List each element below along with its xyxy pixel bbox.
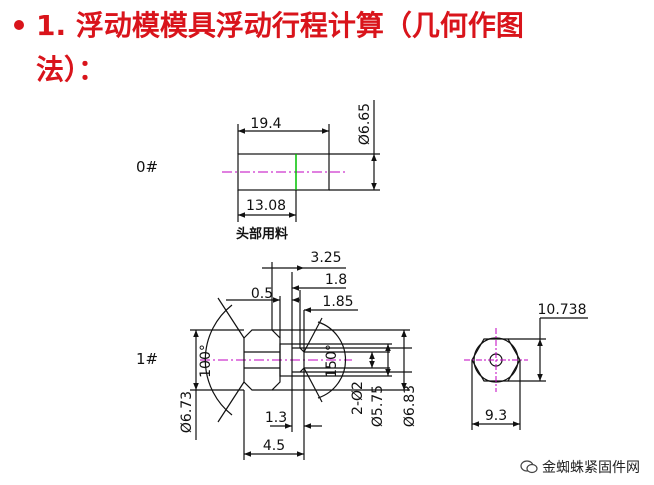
dim-3-25: 3.25 xyxy=(310,250,341,266)
blank-caption: 头部用料 xyxy=(236,226,288,242)
dim-1-8: 1.8 xyxy=(325,272,347,288)
watermark: 金蜘蛛紧固件网 xyxy=(520,457,640,477)
dim-10-738: 10.738 xyxy=(538,302,587,318)
title-line1: 1. 浮动模模具浮动行程计算（几何作图 xyxy=(36,9,524,42)
dim-2-phi-2: 2-Ø2 xyxy=(350,381,366,415)
dim-angle-150: 150° xyxy=(324,344,340,378)
blank-view xyxy=(222,100,380,222)
part-shank xyxy=(292,347,305,373)
dim-phi-6-65: Ø6.65 xyxy=(357,103,373,145)
blank-body xyxy=(237,153,330,191)
dim-9-3: 9.3 xyxy=(485,408,507,424)
dim-phi-6-73: Ø6.73 xyxy=(179,391,195,433)
slide-title: 1. 浮动模模具浮动行程计算（几何作图 法）： xyxy=(10,4,640,92)
part-label: 1# xyxy=(136,350,158,368)
end-view xyxy=(464,317,588,430)
part-view xyxy=(190,262,412,460)
dim-phi-6-83: Ø6.83 xyxy=(402,385,418,427)
blank-label: 0# xyxy=(136,158,158,176)
dim-phi-5-75: Ø5.75 xyxy=(370,385,386,427)
dim-1-3: 1.3 xyxy=(265,410,287,426)
bullet-icon xyxy=(14,20,24,30)
watermark-text: 金蜘蛛紧固件网 xyxy=(542,460,640,476)
dim-4-5: 4.5 xyxy=(263,438,285,454)
wechat-icon xyxy=(520,460,538,474)
dim-13-08: 13.08 xyxy=(246,198,286,214)
title-line2: 法）： xyxy=(36,53,107,86)
dim-angle-100: 100° xyxy=(198,344,214,378)
dim-19-4: 19.4 xyxy=(250,116,281,132)
hex-head xyxy=(243,329,281,391)
dim-0-5: 0.5 xyxy=(251,286,273,302)
dim-1-85: 1.85 xyxy=(322,294,353,310)
